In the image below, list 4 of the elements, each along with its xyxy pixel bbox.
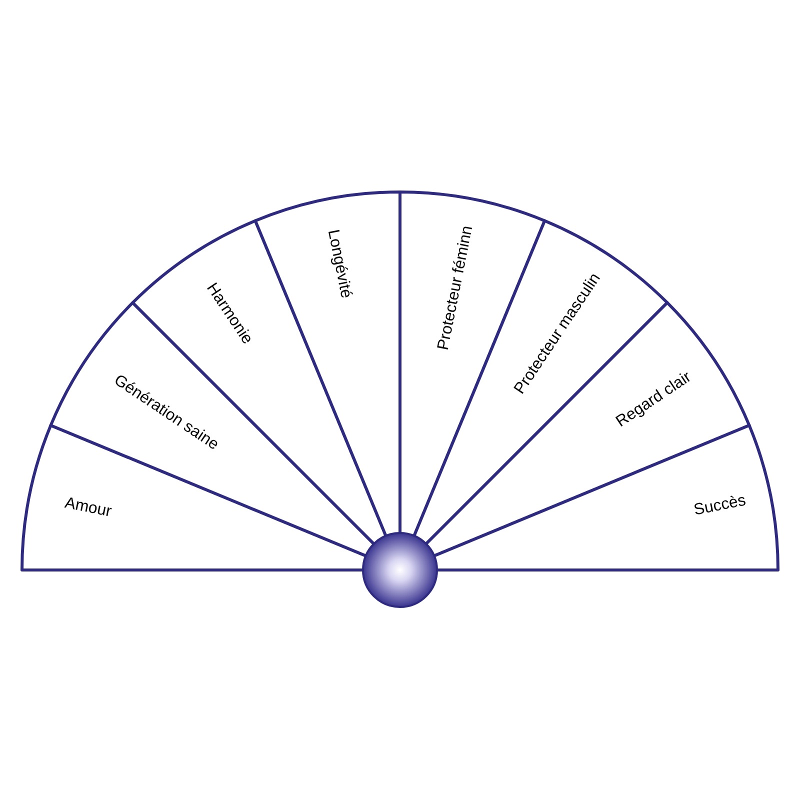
sector-label: Longévité xyxy=(324,228,354,300)
sector-label: Protecteur féminn xyxy=(436,224,476,352)
sector-label: Succès xyxy=(692,493,748,520)
sector-label: Amour xyxy=(63,496,113,520)
